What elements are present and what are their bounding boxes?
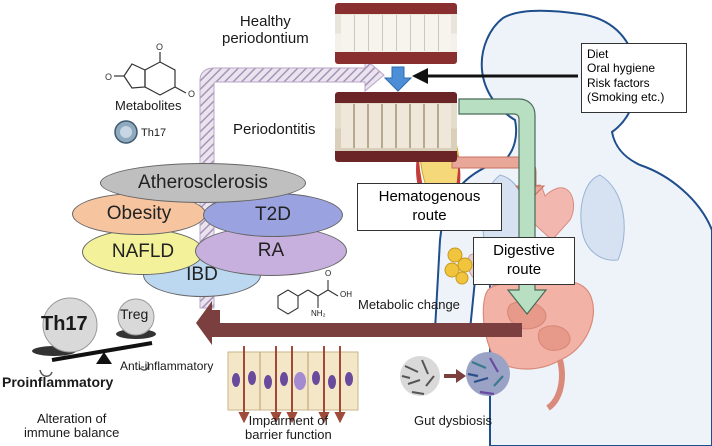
amino-acid-molecule — [277, 280, 339, 315]
metabolic-change-label: Metabolic change — [358, 297, 460, 312]
disease-t2d: T2D — [203, 193, 343, 237]
periodontitis-teeth-photo — [335, 92, 457, 162]
digestive-route-box: Digestive route — [473, 237, 575, 285]
uric-acid-molecule — [114, 52, 187, 96]
balance-scale — [32, 297, 156, 364]
bacteria-dysbiotic-icon — [466, 352, 510, 396]
anti-inflammatory-label: Anti-inflammatory — [120, 359, 214, 373]
healthy-teeth-photo — [335, 3, 457, 64]
amino-oh-label: OH — [340, 290, 352, 299]
metabolites-arrow — [199, 57, 385, 309]
risk-item: (Smoking etc.) — [587, 90, 665, 105]
digestive-route-label: Digestive route — [493, 242, 555, 278]
proinflammatory-label: Proinflammatory — [2, 374, 114, 390]
bacteria-healthy-icon — [400, 356, 440, 396]
risk-factors-box: Diet Oral hygiene Risk factors (Smoking … — [581, 43, 687, 113]
dysbiosis-arrow — [444, 369, 466, 383]
risk-item: Oral hygiene — [587, 61, 656, 76]
scale-th17-label: Th17 — [41, 313, 88, 335]
intestines — [482, 280, 594, 411]
scale-treg-label: Treg — [120, 306, 149, 322]
pancreas — [444, 247, 473, 285]
risk-item: Risk factors — [587, 75, 650, 90]
th17-cell-label: Th17 — [141, 127, 167, 139]
metabolites-label: Metabolites — [115, 98, 182, 113]
periodontitis-label: Periodontitis — [233, 121, 316, 138]
dysbiosis-label: Gut dysbiosis — [414, 413, 493, 428]
healthy-label: Healthy periodontium — [222, 13, 309, 47]
hematogenous-route-box: Hematogenous route — [357, 183, 502, 231]
svg-text:O: O — [156, 42, 163, 52]
amino-nh2-label: NH₂ — [311, 309, 326, 318]
progression-arrow — [383, 66, 413, 92]
svg-text:O: O — [105, 72, 112, 82]
barrier-leak-arrows — [238, 346, 346, 424]
alteration-label: Alteration of immune balance — [24, 411, 120, 441]
disease-nafld: NAFLD — [82, 229, 204, 275]
impairment-label: Impairment of barrier function — [245, 413, 332, 443]
risk-item: Diet — [587, 47, 609, 61]
disease-atherosclerosis: Atherosclerosis — [100, 163, 306, 203]
hematogenous-route-label: Hematogenous route — [378, 188, 481, 224]
amino-o-label: O — [325, 269, 332, 278]
th17-cell-icon — [114, 120, 138, 144]
svg-text:O: O — [188, 89, 195, 99]
